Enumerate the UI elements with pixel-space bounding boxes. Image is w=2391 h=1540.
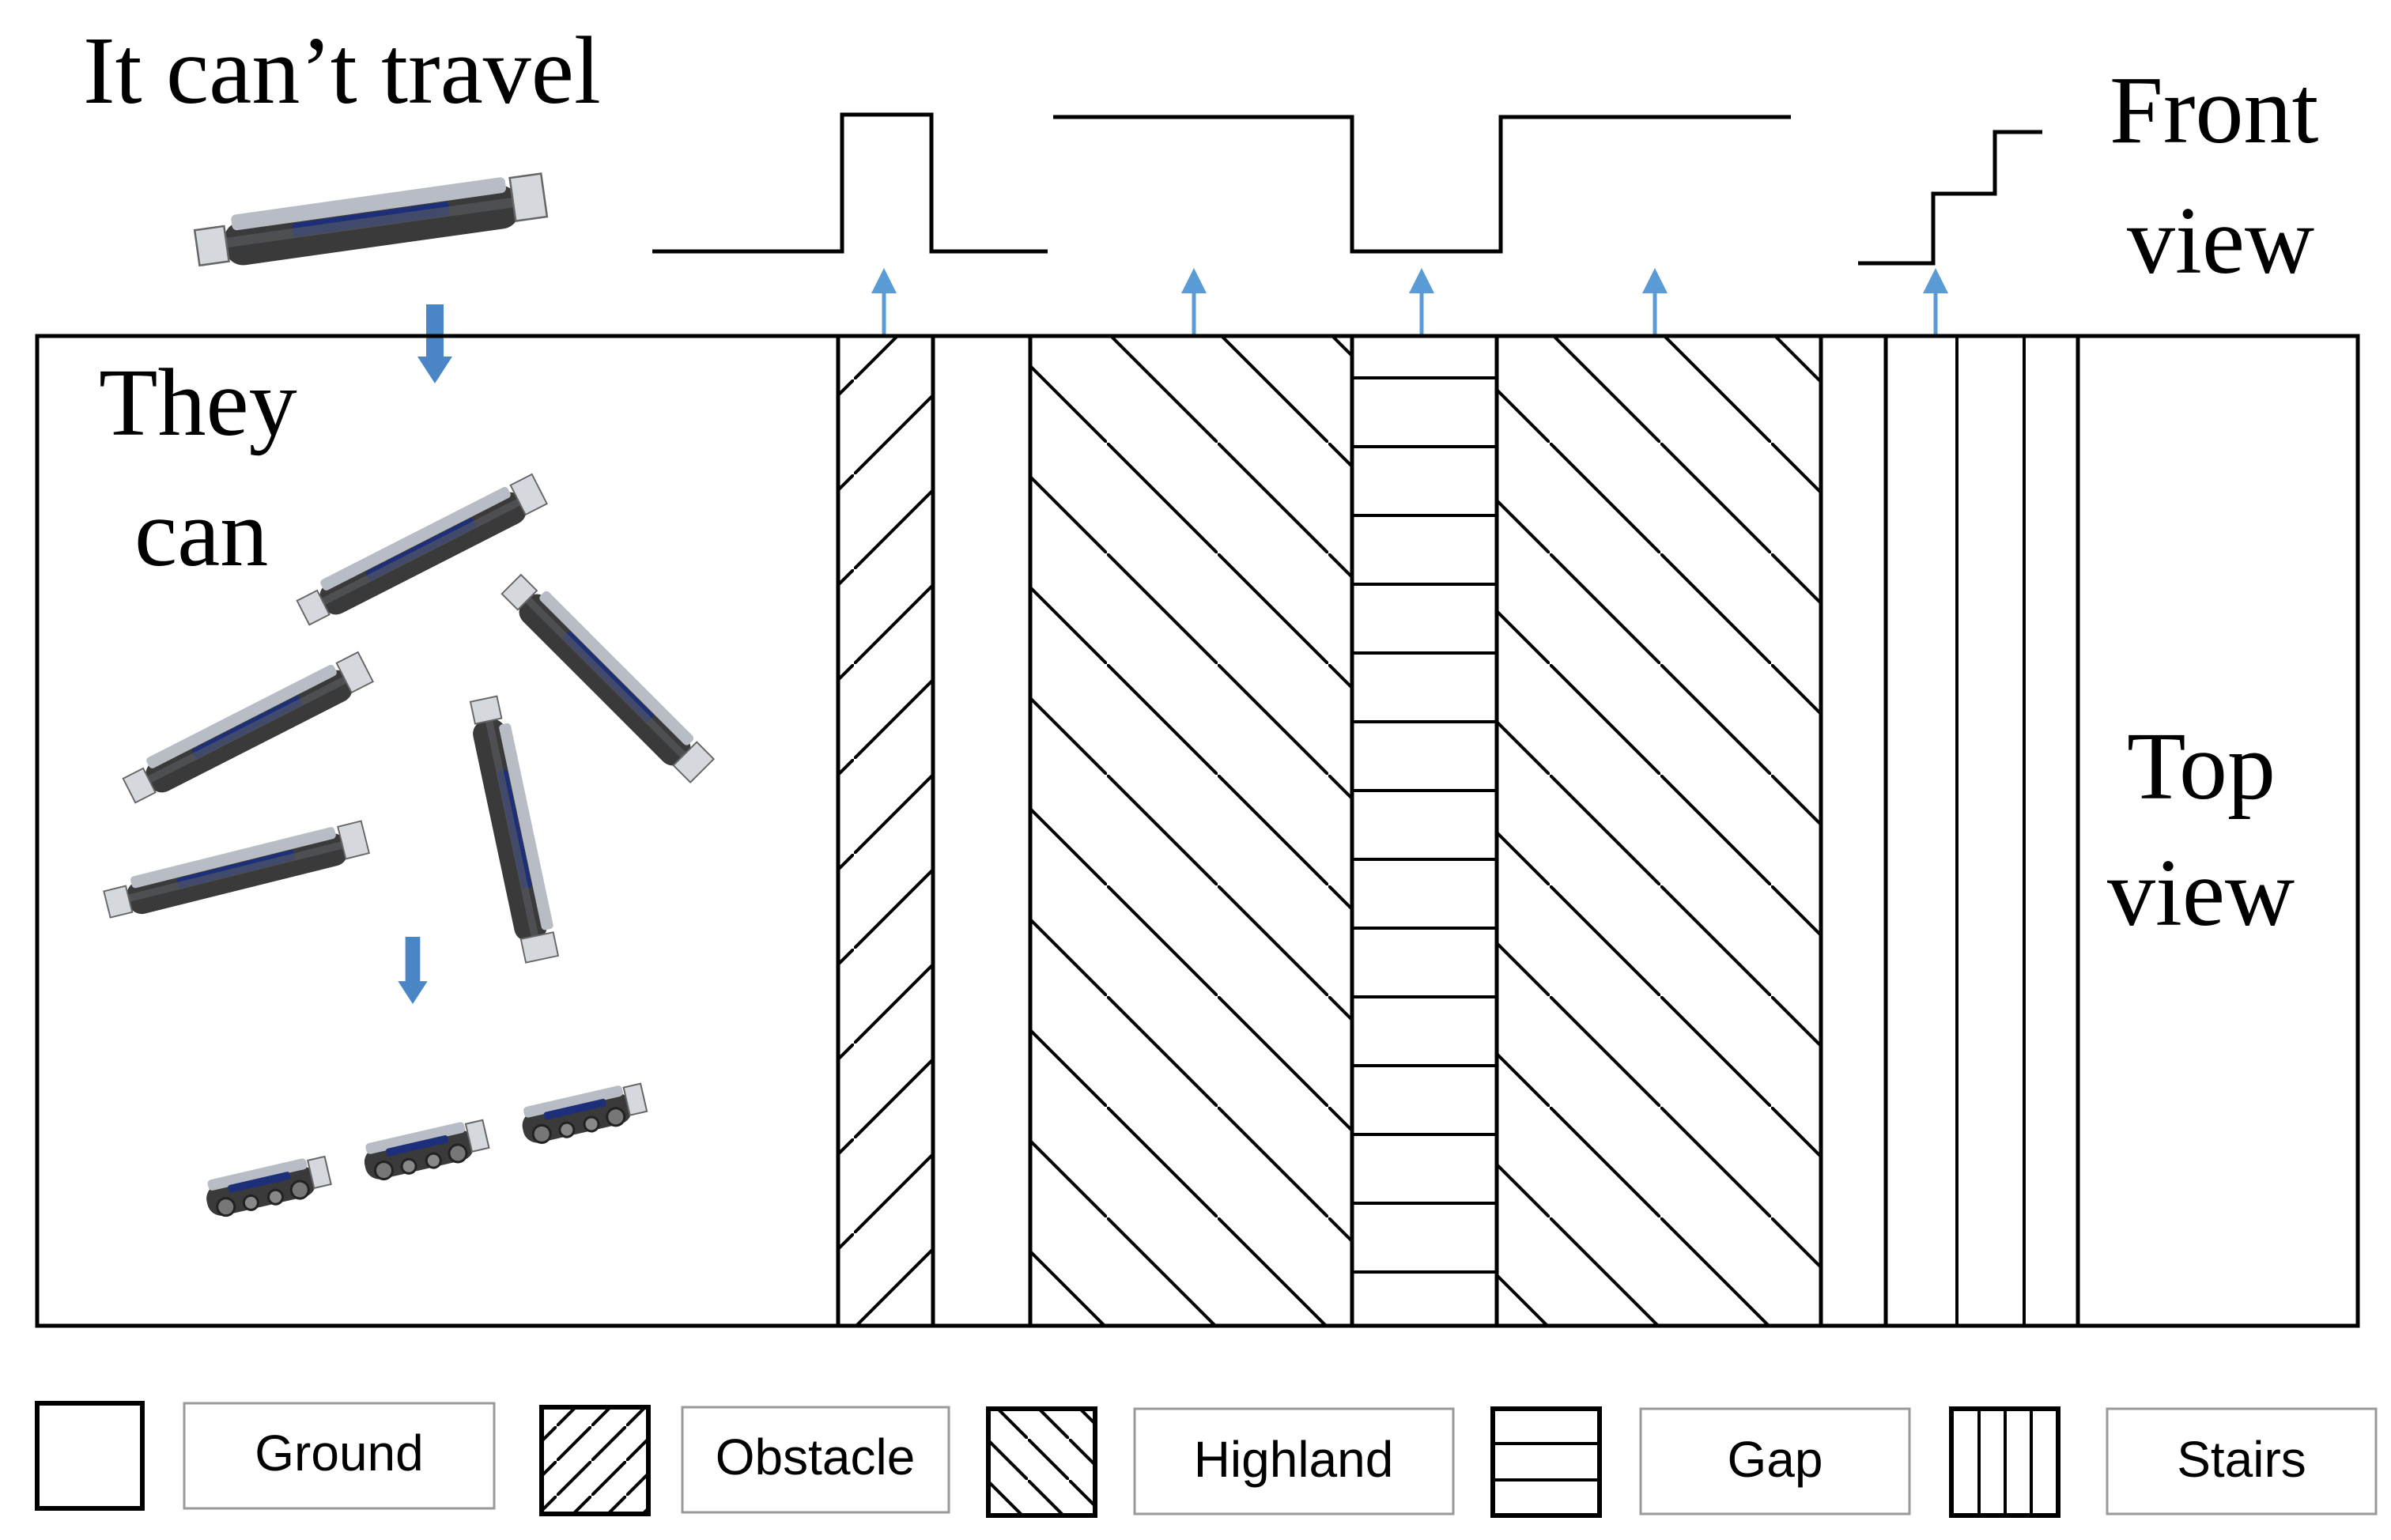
legend-label-obstacle: Obstacle (716, 1429, 916, 1485)
legend-label-highland: Highland (1194, 1431, 1394, 1488)
they-can-label-line2: can (134, 480, 268, 587)
tracked-robot-icon (101, 818, 372, 923)
legend-label-box-stairs (2106, 1407, 2378, 1515)
legend-label-box-obstacle (681, 1406, 950, 1514)
front-view-profile-highland-gap (1053, 115, 1791, 254)
tracked-robot-icon (465, 693, 561, 964)
legend-swatch-ground (35, 1401, 145, 1511)
arrow-down-icon (417, 304, 452, 383)
arrow-up-icon (1923, 268, 1948, 336)
stairs-strip (1883, 334, 2080, 1328)
arrow-up-icon (871, 268, 897, 336)
legend-swatch-obstacle (539, 1405, 651, 1516)
gap-strip (1350, 334, 1499, 1328)
legend-label-box-gap (1639, 1407, 1911, 1515)
legend-label-box-highland (1133, 1407, 1455, 1515)
single-robot-icon (192, 170, 550, 273)
legend-swatch-highland (986, 1406, 1097, 1518)
legend-swatch-gap (1490, 1406, 1602, 1518)
legend-label-gap: Gap (1728, 1431, 1823, 1488)
legend-label-ground: Ground (255, 1425, 423, 1481)
cant-travel-label: It can’t travel (83, 17, 601, 124)
arrow-up-icon (1409, 268, 1434, 336)
front-view-label-line2: view (2127, 187, 2314, 294)
front-view-profile-stairs (1858, 130, 2042, 266)
highland-strip (1494, 334, 1823, 1328)
legend: Ground Obstacle Highland Gap Stairs (35, 1401, 2378, 1518)
tracked-robot-icon (497, 568, 716, 787)
they-can-label-line1: They (99, 349, 297, 456)
legend-label-stairs: Stairs (2177, 1431, 2306, 1488)
tracked-robot-icon (293, 472, 550, 630)
legend-label-box-ground (183, 1402, 496, 1510)
highland-strip (1028, 334, 1354, 1328)
linked-robot-chain-icon (201, 1079, 650, 1221)
arrow-down-icon (398, 937, 428, 1004)
obstacle-strip (836, 334, 935, 1328)
legend-swatch-stairs (1949, 1406, 2060, 1518)
front-view-profile-obstacle (652, 112, 1048, 254)
top-view-label-line2: view (2107, 840, 2295, 946)
top-view-label-line1: Top (2127, 713, 2276, 820)
front-view-label-line1: Front (2110, 57, 2318, 164)
arrow-up-icon (1181, 268, 1207, 336)
arrow-up-icon (1642, 268, 1668, 336)
tracked-robot-icon (119, 650, 376, 808)
